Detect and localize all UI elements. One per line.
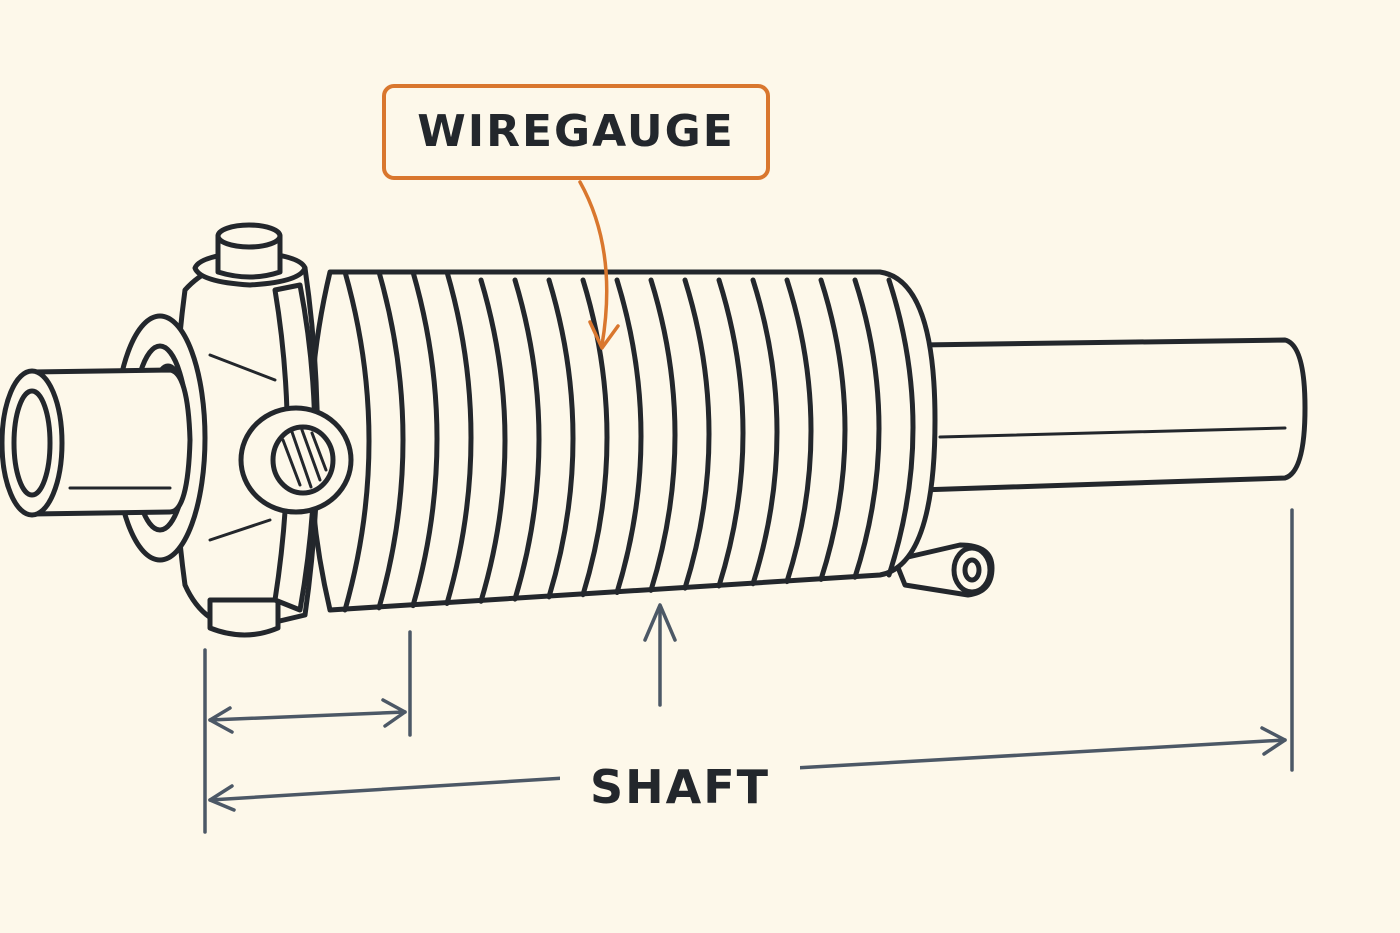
callout-box xyxy=(382,84,770,180)
coil-ring xyxy=(682,277,712,591)
coil-ring xyxy=(410,269,440,609)
coil-ring xyxy=(376,269,406,611)
coil-ring xyxy=(716,277,746,589)
shaft xyxy=(917,337,1308,493)
side-tube xyxy=(892,542,995,598)
coil-ring xyxy=(580,277,610,598)
coil-ring xyxy=(614,277,644,595)
coil-ring xyxy=(546,277,576,600)
coil-ring xyxy=(886,277,916,578)
coil-ring xyxy=(784,277,814,585)
coil-ring xyxy=(818,277,848,582)
shaft-dimension-label: SHAFT xyxy=(560,760,800,814)
coil-ring xyxy=(478,277,508,604)
coil-ring xyxy=(444,269,474,606)
coil-ring xyxy=(342,269,372,613)
dimension-lines xyxy=(203,508,1294,834)
callout-label: WIREGAUGE xyxy=(417,106,735,157)
input-tube xyxy=(0,367,193,518)
coil-ring xyxy=(750,277,780,587)
callout-leader xyxy=(578,180,620,350)
coil-ring xyxy=(852,277,882,580)
wire-coil xyxy=(307,269,938,613)
side-nut xyxy=(238,405,354,515)
coil-ring xyxy=(648,277,678,593)
coil-ring xyxy=(512,277,542,602)
